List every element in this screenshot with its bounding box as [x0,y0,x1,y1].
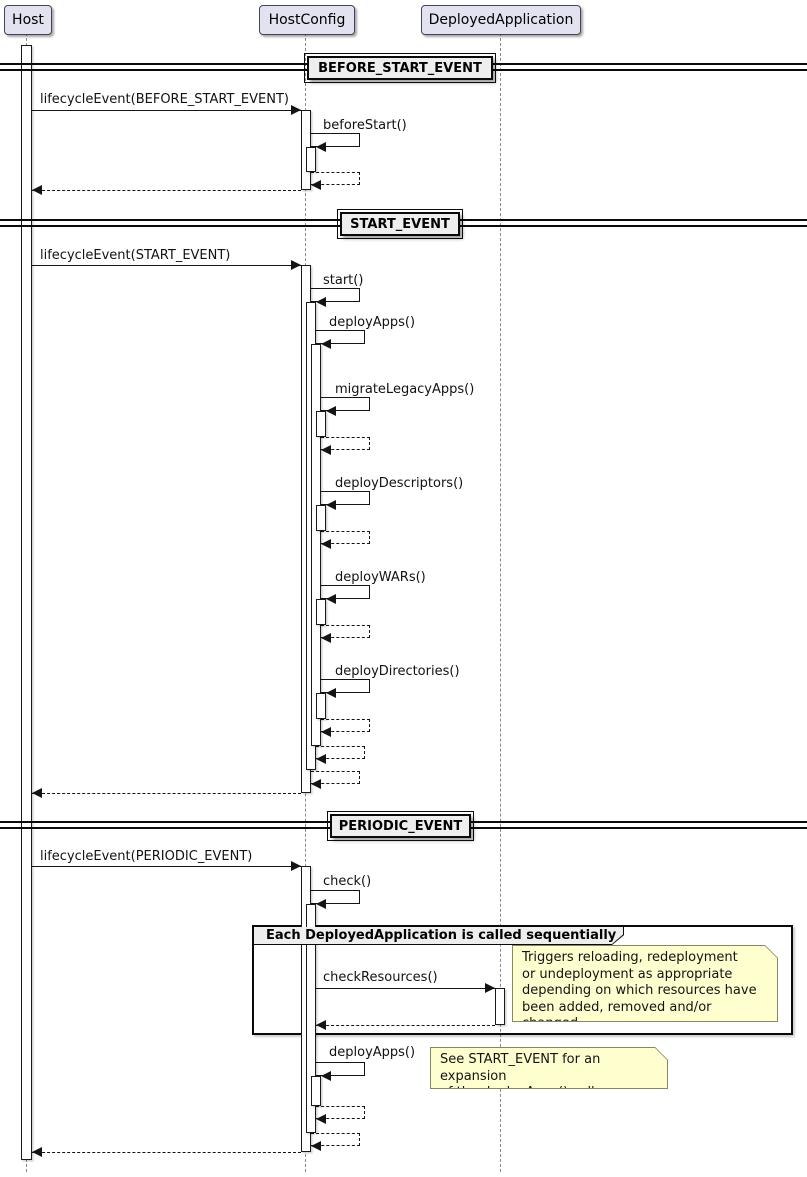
arrowhead-icon [326,688,336,698]
note-deploy-apps-text: See START_EVENT for an expansion of the … [431,1048,667,1088]
msg-lifecycle-before-start-line [32,110,301,111]
arrowhead-icon [316,142,326,152]
arrowhead-icon [326,594,336,604]
msg-lifecycle-before-start-label: lifecycleEvent(BEFORE_START_EVENT) [40,92,289,107]
divider-before-start-event: BEFORE_START_EVENT [304,53,496,83]
msg-start-selfcall [311,288,360,302]
arrowhead-icon [316,1114,326,1124]
msg-check-return [311,1133,360,1146]
arrowhead-icon [321,633,331,643]
divider-before-start-event-label: BEFORE_START_EVENT [318,60,482,76]
msg-check-resources-line [316,988,495,989]
msg-deploy-descriptors-label: deployDescriptors() [335,476,464,491]
msg-deploy-directories-selfcall [321,679,370,693]
arrowhead-icon [485,983,495,993]
participant-deployedapplication-label: DeployedApplication [428,12,574,28]
msg-deploy-apps-selfcall [316,330,365,344]
activation-host [21,45,32,1160]
activation-deploy-apps-periodic [311,1076,321,1106]
msg-start-label: start() [323,273,364,288]
arrowhead-icon [32,1147,42,1157]
arrowhead-icon [291,260,301,270]
msg-migrate-legacy-apps-selfcall [321,397,370,411]
arrowhead-icon [321,445,331,455]
activation-deploy-directories [316,693,326,719]
arrowhead-icon [311,180,321,190]
msg-deploy-wars-return [321,625,370,638]
msg-deploy-wars-label: deployWARs() [335,570,426,585]
msg-deploy-descriptors-selfcall [321,491,370,505]
msg-deploy-descriptors-return [321,531,370,544]
group-sequential-frame [252,925,793,1035]
activation-deployedapplication [495,988,505,1025]
note-check-resources: Triggers reloading, redeployment or unde… [512,945,778,1022]
arrowhead-icon [326,406,336,416]
msg-check-label: check() [323,874,372,889]
msg-migrate-legacy-apps-return [321,437,370,450]
msg-deploy-apps-periodic-return [316,1106,365,1119]
participant-deployedapplication: DeployedApplication [421,5,581,35]
msg-deploy-directories-return [321,719,370,732]
msg-lifecycle-periodic-line [32,866,301,867]
arrowhead-icon [321,339,331,349]
msg-deploy-apps-return [316,746,365,759]
divider-periodic-event: PERIODIC_EVENT [327,811,474,841]
arrowhead-icon [32,788,42,798]
arrowhead-icon [321,539,331,549]
activation-migrate-legacy-apps [316,411,326,437]
divider-start-event: START_EVENT [337,209,463,239]
arrowhead-icon [291,861,301,871]
activation-deploy-wars [316,599,326,625]
activation-deploy-apps [311,344,321,746]
msg-deploy-apps-periodic-selfcall [316,1062,365,1076]
msg-lifecycle-start-label: lifecycleEvent(START_EVENT) [40,248,231,263]
msg-before-start-selfcall [311,133,360,147]
note-check-resources-text: Triggers reloading, redeployment or unde… [513,946,777,1021]
arrowhead-icon [311,779,321,789]
divider-start-event-label: START_EVENT [350,216,450,232]
participant-host: Host [4,5,52,35]
msg-deploy-apps-periodic-label: deployApps() [329,1045,416,1060]
participant-host-label: Host [12,12,44,28]
msg-lifecycle-periodic-label: lifecycleEvent(PERIODIC_EVENT) [40,849,253,864]
participant-hostconfig: HostConfig [259,5,355,35]
arrowhead-icon [326,500,336,510]
return-periodic-line [32,1152,301,1153]
msg-check-selfcall [311,890,360,904]
msg-check-resources-label: checkResources() [323,970,438,985]
arrowhead-icon [321,1071,331,1081]
activation-deploy-descriptors [316,505,326,531]
participant-hostconfig-label: HostConfig [268,12,346,28]
lifeline-deployedapplication [500,33,501,1172]
arrowhead-icon [32,185,42,195]
divider-periodic-event-label: PERIODIC_EVENT [338,818,463,834]
note-deploy-apps: See START_EVENT for an expansion of the … [430,1047,668,1089]
arrowhead-icon [291,105,301,115]
arrowhead-icon [321,727,331,737]
msg-migrate-legacy-apps-label: migrateLegacyApps() [335,382,475,397]
arrowhead-icon [316,1020,326,1030]
return-start-line [32,793,301,794]
group-sequential-label: Each DeployedApplication is called seque… [254,927,623,944]
arrowhead-icon [316,899,326,909]
msg-start-return [311,771,360,784]
msg-before-start-label: beforeStart() [323,118,407,133]
msg-deploy-apps-label: deployApps() [329,315,416,330]
msg-deploy-directories-label: deployDirectories() [335,664,460,679]
arrowhead-icon [316,754,326,764]
arrowhead-icon [316,297,326,307]
msg-before-start-return [311,172,360,185]
activation-before-start [306,147,316,172]
msg-deploy-wars-selfcall [321,585,370,599]
msg-check-resources-return [316,1025,495,1026]
activation-check [306,904,316,1133]
return-before-start-line [32,190,301,191]
arrowhead-icon [311,1141,321,1151]
group-sequential-header: Each DeployedApplication is called seque… [254,927,624,945]
msg-lifecycle-start-line [32,265,301,266]
